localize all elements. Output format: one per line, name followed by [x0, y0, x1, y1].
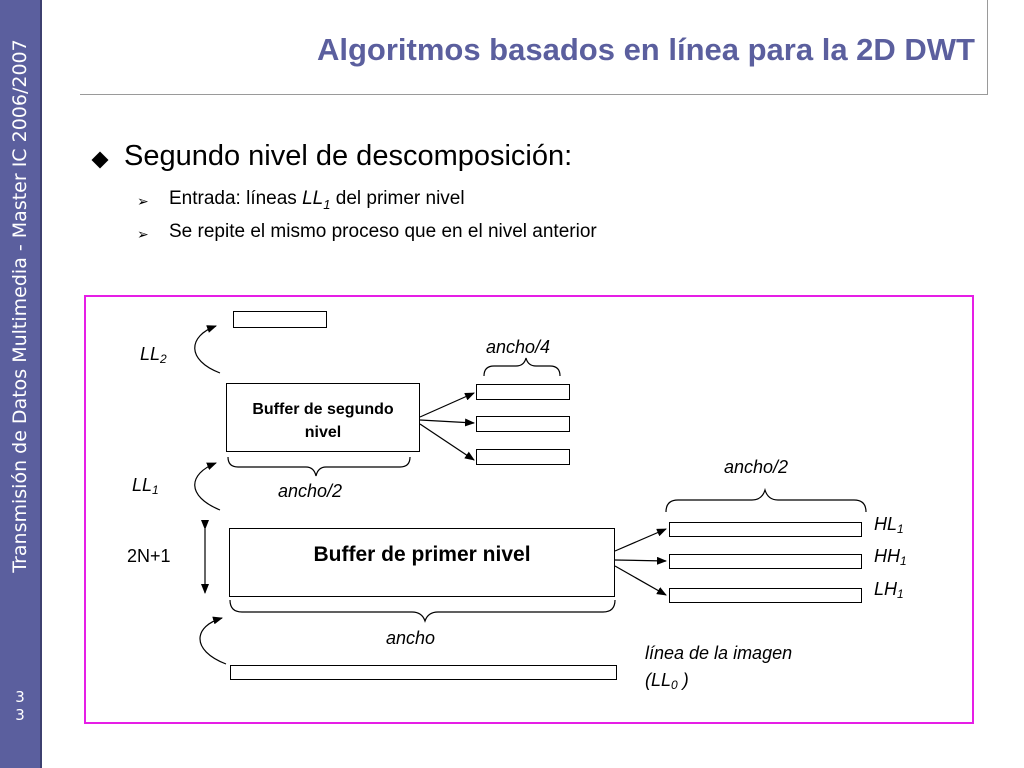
- arrow-buf2-out-1: [419, 392, 475, 418]
- ancho2-right-label: ancho/2: [724, 457, 789, 477]
- sub-bullet-input-prefix: Entrada: líneas: [169, 188, 303, 209]
- ll2-label: LL2: [140, 344, 167, 366]
- arrow-buf1-out-3: [614, 565, 667, 596]
- sub-bullet-input-var: LL1: [302, 188, 331, 212]
- sidebar: Transmisión de Datos Multimedia - Master…: [0, 0, 42, 768]
- arrow-buf1-out-2: [614, 556, 667, 565]
- lh1-label-base: LH: [874, 579, 898, 599]
- height-label: 2N+1: [127, 546, 171, 566]
- ancho4-label: ancho/4: [486, 337, 551, 357]
- buffer-first-level-label: Buffer de primer nivel: [313, 543, 531, 566]
- ll1-label-base: LL: [132, 475, 153, 495]
- lh1-label: LH1: [874, 579, 904, 601]
- ll2-label-sub: 2: [160, 352, 167, 366]
- lh1-label-sub: 1: [897, 587, 904, 601]
- arrow-buf2-out-2: [419, 418, 475, 427]
- sub-bullet-ll-sub: 1: [323, 196, 331, 212]
- hh1-label-base: HH: [874, 546, 900, 566]
- slide-title: Algoritmos basados en línea para la 2D D…: [316, 32, 975, 67]
- hl1-label: HL1: [874, 514, 904, 536]
- arrow-bullet-icon: ➢: [137, 193, 149, 209]
- hh1-box: [669, 554, 862, 569]
- arrow-buf2-out-3: [419, 423, 475, 461]
- sub-bullet-input: Entrada: líneas LL1 del primer nivel: [169, 188, 465, 212]
- curve-arrow-ll1: [194, 462, 221, 511]
- hh1-label-sub: 1: [900, 554, 907, 568]
- buffer-second-level-line2: nivel: [304, 424, 342, 441]
- arrow-bullet-icon: ➢: [137, 226, 149, 242]
- sub-bullet-ll-base: LL: [302, 188, 324, 209]
- hl1-box: [669, 522, 862, 537]
- hh1-label: HH1: [874, 546, 907, 568]
- image-line-label: línea de la imagen: [645, 643, 793, 663]
- ll1-label-sub: 1: [152, 483, 159, 497]
- ll2-output-box: [233, 311, 327, 328]
- sub-bullet-input-suffix: del primer nivel: [330, 188, 465, 209]
- subband-box-2-1: [476, 384, 570, 400]
- image-line-ll0-prefix: (LL: [645, 670, 672, 690]
- hl1-label-base: HL: [874, 514, 898, 534]
- brace-ancho: [229, 599, 616, 623]
- brace-ancho4: [483, 357, 561, 377]
- brace-ancho2-left: [227, 456, 411, 477]
- curve-arrow-ll2: [194, 325, 221, 374]
- ll2-label-base: LL: [140, 344, 161, 364]
- ll1-label: LL1: [132, 475, 159, 497]
- buffer-second-level-line1: Buffer de segundo: [252, 401, 394, 418]
- subband-box-2-3: [476, 449, 570, 465]
- buffer-second-level-label: Buffer de segundo nivel: [226, 398, 420, 444]
- buffer-second-level: [226, 383, 420, 452]
- image-line-ll0-sub: 0: [671, 678, 678, 692]
- page-number-digit-2: 3: [15, 706, 25, 724]
- ancho2-left-label: ancho/2: [278, 481, 343, 501]
- buffer-first-level: [229, 528, 615, 597]
- title-frame: Algoritmos basados en línea para la 2D D…: [80, 0, 988, 95]
- sub-bullet-repeat: Se repite el mismo proceso que en el niv…: [169, 221, 597, 242]
- subband-box-2-2: [476, 416, 570, 432]
- image-line-box: [230, 665, 617, 680]
- hl1-label-sub: 1: [897, 522, 904, 536]
- image-line-ll0-suffix: ): [677, 670, 689, 690]
- ancho-label: ancho: [386, 628, 436, 648]
- image-line-ll0-label: (LL0 ): [645, 670, 689, 692]
- brace-ancho2-right: [665, 487, 867, 513]
- lh1-box: [669, 588, 862, 603]
- curve-arrow-ancho: [199, 616, 227, 665]
- diagram-frame: [84, 295, 974, 724]
- main-bullet: Segundo nivel de descomposición:: [124, 140, 573, 172]
- page-number-digit-1: 3: [15, 688, 25, 706]
- page-number: 3 3: [0, 688, 40, 724]
- arrow-buf1-out-1: [614, 528, 667, 552]
